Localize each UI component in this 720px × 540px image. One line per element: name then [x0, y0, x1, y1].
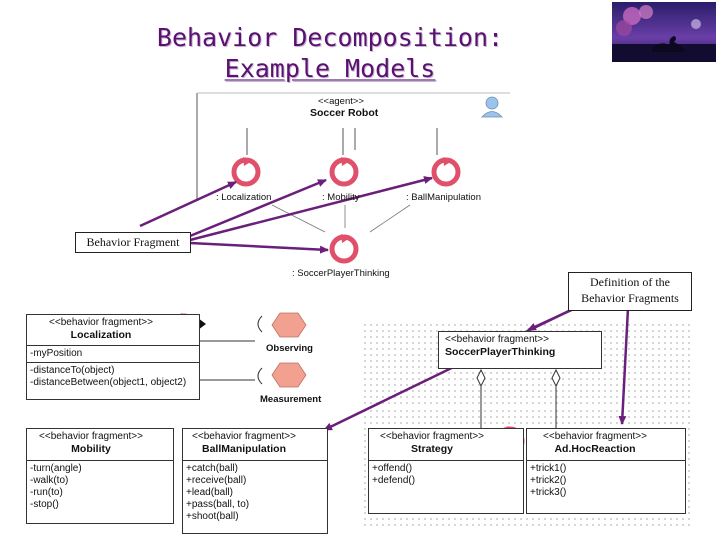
agent-icon	[481, 96, 503, 118]
logo-image	[612, 2, 716, 62]
role-label-measurement: Measurement	[260, 394, 322, 405]
slide-title: Behavior Decomposition: Example Models	[120, 22, 540, 84]
arrow-definition-to-ballmanipulation	[323, 306, 576, 432]
arrow-fragment-to-ballmanipulation	[189, 176, 433, 242]
operation-item: -turn(angle)	[30, 463, 82, 474]
role-label-observing: Observing	[266, 343, 313, 354]
role-hexagon-observing	[257, 312, 307, 338]
class-box-strategy: <<behavior fragment>> Strategy +offend()…	[368, 428, 524, 514]
callout-behavior-fragment: Behavior Fragment	[75, 232, 191, 253]
stereotype-label: <<behavior fragment>>	[380, 431, 484, 442]
callout-definition-line-1: Definition of the	[590, 275, 670, 289]
title-line-1: Behavior Decomposition:	[156, 23, 504, 52]
title-line-2: Example Models	[224, 54, 436, 83]
arrow-fragment-to-localization	[139, 180, 237, 228]
operation-item: +trick1()	[530, 463, 567, 474]
class-box-localization: <<behavior fragment>> Localization -myPo…	[26, 314, 200, 400]
operation-item: +trick3()	[530, 487, 567, 498]
operation-item: -stop()	[30, 499, 59, 510]
operation-item: +catch(ball)	[186, 463, 238, 474]
stereotype-label: <<behavior fragment>>	[445, 334, 549, 345]
callout-definition: Definition of the Behavior Fragments	[568, 272, 692, 311]
operation-item: +pass(ball, to)	[186, 499, 250, 510]
operation-item: -walk(to)	[30, 475, 69, 486]
fragment-icon-ballmanipulation	[434, 157, 458, 184]
fragment-icon-mobility	[332, 157, 356, 184]
arrow-fragment-to-thinking	[189, 241, 329, 254]
fragment-icon-localization	[234, 157, 258, 184]
stereotype-label: <<behavior fragment>>	[39, 431, 143, 442]
operation-item: +receive(ball)	[186, 475, 247, 486]
part-label-mobility: : Mobility	[322, 192, 360, 203]
arrow-fragment-to-mobility	[189, 178, 327, 238]
operation-item: -distanceTo(object)	[30, 365, 115, 376]
part-label-thinking: : SoccerPlayerThinking	[292, 268, 390, 279]
class-name-strategy: Strategy	[410, 443, 453, 455]
class-box-adhoc: <<behavior fragment>> Ad.HocReaction +tr…	[526, 428, 686, 514]
operation-item: +lead(ball)	[186, 487, 233, 498]
operation-item: -distanceBetween(object1, object2)	[30, 377, 187, 388]
arrow-definition-to-adhoc	[618, 307, 630, 425]
class-box-ballmanipulation: <<behavior fragment>> BallManipulation +…	[182, 428, 328, 534]
class-name-localization: Localization	[70, 329, 132, 341]
callout-behavior-fragment-text: Behavior Fragment	[86, 235, 180, 249]
role-hexagon-measurement	[257, 362, 307, 388]
class-name-ballmanipulation: BallManipulation	[202, 443, 286, 455]
operation-item: +shoot(ball)	[186, 511, 239, 522]
operation-item: +offend()	[372, 463, 413, 474]
class-box-thinking: <<behavior fragment>> SoccerPlayerThinki…	[438, 331, 602, 369]
operation-item: +trick2()	[530, 475, 567, 486]
operation-item: +defend()	[372, 475, 416, 486]
operation-item: -run(to)	[30, 487, 63, 498]
attribute-item: -myPosition	[30, 348, 83, 359]
class-box-mobility: <<behavior fragment>> Mobility -turn(ang…	[26, 428, 174, 524]
agent-name: Soccer Robot	[310, 107, 379, 119]
stereotype-label: <<behavior fragment>>	[192, 431, 296, 442]
class-name-adhoc: Ad.HocReaction	[554, 443, 636, 455]
callout-definition-line-2: Behavior Fragments	[581, 291, 679, 305]
agent-stereotype: <<agent>>	[318, 96, 364, 107]
fragment-icon-thinking	[332, 234, 356, 261]
stereotype-label: <<behavior fragment>>	[543, 431, 647, 442]
class-name-thinking: SoccerPlayerThinking	[445, 346, 556, 358]
class-name-mobility: Mobility	[71, 443, 111, 455]
stereotype-label: <<behavior fragment>>	[49, 317, 153, 328]
part-label-ballmanipulation: : BallManipulation	[406, 192, 481, 203]
part-label-localization: : Localization	[216, 192, 272, 203]
